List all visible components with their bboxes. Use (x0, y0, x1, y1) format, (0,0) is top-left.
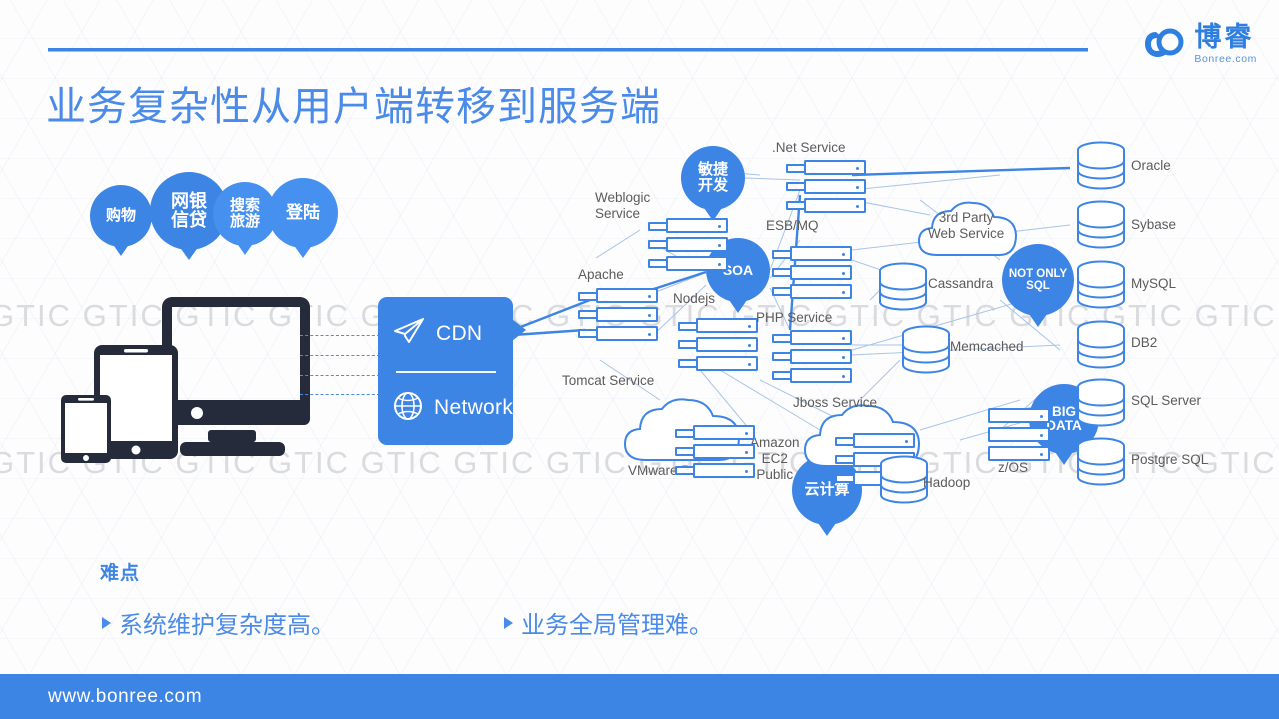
network-label: Network (434, 396, 514, 419)
server-label-dotnet: .Net Service (772, 140, 846, 155)
label-line2: EC2 (761, 451, 788, 467)
bullet-triangle-icon (102, 616, 111, 629)
header-divider (48, 48, 1088, 52)
business-circle-login: 登陆 (268, 178, 338, 248)
database-memcached-icon (902, 325, 950, 374)
server-stack-weblogic (648, 218, 730, 274)
cdn-network-panel[interactable]: CDN Network (378, 297, 526, 445)
globe-icon (392, 390, 424, 427)
server-label-nodejs: Nodejs (673, 291, 716, 306)
label-line1: Weblogic (595, 190, 651, 205)
circle-label: 购物 (105, 207, 136, 225)
database-postgresql-icon (1077, 437, 1125, 486)
logo-chinese-name: 博睿 (1194, 21, 1255, 52)
database-label-memcached: Memcached (950, 339, 1024, 354)
logo-domain: Bonree.com (1194, 52, 1257, 65)
database-label-sybase: Sybase (1131, 217, 1177, 232)
device-link-line (300, 335, 380, 336)
label-line2: Web Service (928, 225, 1005, 241)
label-line1: 3rd Party (938, 210, 994, 225)
client-devices (60, 295, 320, 463)
server-stack-esb-mq (772, 246, 854, 302)
server-stack-vmware-inner (675, 425, 757, 481)
database-hadoop-icon (880, 455, 928, 504)
label-line1: Amazon (750, 435, 800, 450)
pin-label-line1: BIG (1051, 403, 1076, 419)
database-oracle-icon (1077, 141, 1125, 190)
server-stack-nodejs (678, 318, 760, 374)
page-title: 业务复杂性从用户端转移到服务端 (46, 85, 661, 129)
database-label-mysql: MySQL (1131, 276, 1177, 291)
bonree-logo: 博睿 Bonree.com (1142, 22, 1257, 66)
desktop-monitor-icon (162, 297, 310, 456)
label-line2: Service (595, 205, 641, 221)
database-label-hadoop: Hadoop (923, 475, 971, 490)
pin-label: SOA (722, 261, 754, 278)
pin-label-line2: SQL (1026, 280, 1050, 292)
difficulty-text: 业务全局管理难。 (521, 612, 713, 639)
footer-bar: www.bonree.com (0, 674, 1279, 719)
server-label-apache: Apache (578, 267, 624, 282)
database-sqlserver-icon (1077, 378, 1125, 427)
tablet-icon (94, 345, 178, 459)
cloud-label-jboss: Jboss Service (793, 395, 878, 410)
server-stack-dotnet (786, 160, 868, 216)
paper-plane-icon (392, 317, 426, 352)
pin-not-only-sql: NOT ONLY SQL (1002, 244, 1074, 316)
server-label-weblogic: Weblogic Service (595, 190, 650, 222)
pin-agile-development: 敏捷 开发 (681, 146, 745, 210)
device-link-line (300, 355, 380, 356)
cloud-label-3rd-party: 3rd Party Web Service (928, 210, 1004, 242)
pin-label-line1: 敏捷 (697, 161, 728, 179)
server-stack-apache (578, 288, 660, 344)
bonree-logo-icon (1142, 22, 1186, 66)
difficulty-item-1: 系统维护复杂度高。 (102, 605, 335, 640)
cloud-label-amazon: Amazon EC2 Public (750, 435, 800, 484)
label-tomcat-service: Tomcat Service (562, 373, 655, 388)
pin-label-line2: 开发 (697, 177, 728, 194)
network-row[interactable]: Network (378, 371, 513, 445)
server-label-esb-mq: ESB/MQ (766, 218, 819, 233)
circle-label-line1: 网银 (171, 191, 207, 212)
smartphone-icon (61, 395, 111, 463)
database-label-db2: DB2 (1131, 335, 1158, 350)
cloud-3rd-party (917, 201, 1018, 256)
server-label-zos: z/OS (998, 460, 1029, 475)
cdn-label: CDN (436, 322, 483, 345)
business-circle-shopping: 购物 (90, 185, 152, 247)
difficulties-title: 难点 (100, 563, 141, 584)
panel-divider (396, 371, 496, 373)
difficulty-text: 系统维护复杂度高。 (119, 612, 335, 639)
database-cassandra-icon (879, 262, 927, 311)
footer-url[interactable]: www.bonree.com (48, 685, 203, 707)
pin-label-line1: NOT ONLY (1008, 267, 1068, 280)
device-link-line (300, 394, 380, 395)
bullet-triangle-icon (504, 616, 513, 629)
database-sybase-icon (1077, 200, 1125, 249)
server-stack-zos (988, 408, 1070, 464)
database-label-sqlserver: SQL Server (1131, 393, 1202, 408)
database-label-cassandra: Cassandra (928, 276, 994, 291)
pin-label: 云计算 (804, 481, 850, 499)
circle-label-line1: 搜索 (229, 197, 260, 215)
server-label-php: PHP Service (756, 310, 833, 325)
database-db2-icon (1077, 320, 1125, 369)
circle-label-line2: 信贷 (171, 210, 207, 230)
business-circle-search-travel: 搜索 旅游 (213, 182, 277, 246)
circle-label: 登陆 (286, 203, 320, 223)
cdn-row[interactable]: CDN (378, 297, 513, 371)
database-mysql-icon (1077, 260, 1125, 309)
pin-label-line2: DATA (1046, 418, 1082, 433)
label-line3: Public (756, 467, 794, 483)
database-label-postgresql: Postgre SQL (1131, 452, 1209, 467)
circle-label-line2: 旅游 (229, 213, 260, 230)
difficulty-item-2: 业务全局管理难。 (504, 605, 713, 640)
server-stack-php (772, 330, 854, 386)
device-link-line (300, 375, 380, 376)
database-label-oracle: Oracle (1131, 158, 1171, 173)
